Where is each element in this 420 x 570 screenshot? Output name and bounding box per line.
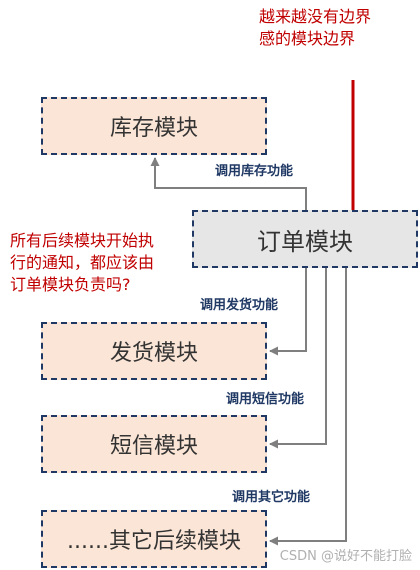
call-sms-label: 调用短信功能 [226,392,305,407]
sms-module: 短信模块 [41,415,267,473]
arrow-to-inventory [150,157,307,210]
arrow-to-shipping [269,268,307,356]
responsibility-note-line2: 行的通知，都应该由 [10,253,155,272]
call-shipping-label: 调用发货功能 [200,298,279,313]
watermark: CSDN @说好不能打脸 [279,549,412,564]
order-module: 订单模块 [192,210,418,268]
arrow-to-sms [269,268,327,449]
arrow-to-other [269,268,347,546]
other-modules: ......其它后续模块 [41,510,267,568]
responsibility-note-line3: 订单模块负责吗? [10,275,131,294]
inventory-module: 库存模块 [41,97,267,155]
boundary-note-line2: 感的模块边界 [259,29,356,48]
responsibility-note: 所有后续模块开始执 行的通知，都应该由 订单模块负责吗? [10,230,154,296]
call-other-label: 调用其它功能 [232,490,311,505]
boundary-note: 越来越没有边界 感的模块边界 [259,6,371,50]
responsibility-note-line1: 所有后续模块开始执 [10,231,155,250]
call-inventory-label: 调用库存功能 [215,164,294,179]
boundary-note-line1: 越来越没有边界 [259,7,372,26]
shipping-module: 发货模块 [41,322,267,380]
